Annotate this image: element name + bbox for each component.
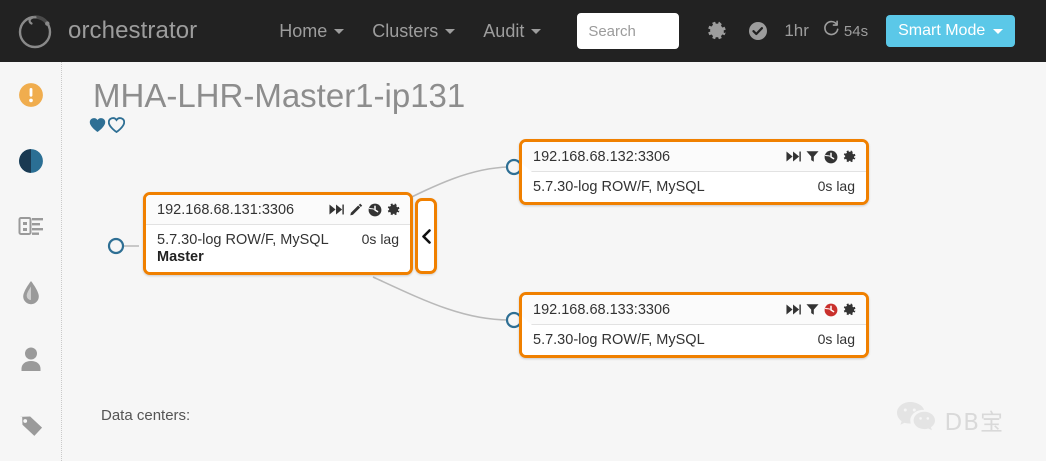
node-body: 5.7.30-log ROW/F, MySQL 0s lag (522, 172, 866, 202)
node-action-icons (329, 203, 401, 217)
chevron-left-icon (421, 228, 432, 244)
node-notch (146, 222, 156, 245)
nav-item-clusters[interactable]: Clusters (358, 21, 469, 42)
node-version: 5.7.30-log ROW/F, MySQL (533, 179, 705, 195)
sidebar-item-users[interactable] (0, 326, 61, 392)
heart-outline-icon[interactable] (108, 117, 125, 133)
node-header: 192.168.68.131:3306 (146, 195, 410, 225)
data-centers-label: Data centers: (101, 407, 191, 424)
node-body: 5.7.30-log ROW/F, MySQL 0s lag Master (146, 225, 410, 272)
adjust-circle-icon (18, 148, 44, 174)
main-content: MHA-LHR-Master1-ip131 (63, 62, 1046, 461)
node-instance-address: 192.168.68.131:3306 (157, 201, 295, 218)
clock-globe-icon[interactable] (368, 203, 382, 217)
filter-icon[interactable] (806, 150, 819, 163)
top-navbar: orchestrator Home Clusters Audit (0, 0, 1046, 62)
node-version: 5.7.30-log ROW/F, MySQL (533, 332, 705, 348)
fast-forward-icon[interactable] (786, 303, 801, 316)
topology-node-replica-133[interactable]: 192.168.68.133:3306 (519, 292, 869, 358)
filter-icon[interactable] (806, 303, 819, 316)
node-action-icons (786, 150, 857, 164)
search-input[interactable] (577, 13, 680, 49)
pencil-icon[interactable] (349, 203, 363, 216)
fast-forward-icon[interactable] (329, 203, 344, 216)
tag-icon (18, 412, 44, 438)
node-notch (522, 314, 532, 336)
node-lag: 0s lag (817, 178, 855, 194)
node-instance-address: 192.168.68.133:3306 (533, 301, 671, 318)
gear-icon[interactable] (387, 203, 401, 217)
node-action-icons (786, 303, 857, 317)
check-circle-icon[interactable] (738, 21, 778, 41)
fast-forward-icon[interactable] (786, 150, 801, 163)
topology-node-replica-132[interactable]: 192.168.68.132:3306 (519, 139, 869, 205)
topology-graph: 192.168.68.131:3306 (63, 139, 1046, 432)
nav-links: Home Clusters Audit (265, 21, 555, 42)
nav-item-audit[interactable]: Audit (469, 21, 555, 42)
chevron-down-icon (445, 28, 456, 34)
page-title: MHA-LHR-Master1-ip131 (93, 77, 466, 114)
clock-globe-icon[interactable] (824, 303, 838, 317)
heart-filled-icon[interactable] (89, 117, 106, 133)
sidebar-item-alerts[interactable] (0, 62, 61, 128)
node-lag: 0s lag (817, 331, 855, 347)
gear-icon[interactable] (697, 21, 738, 42)
node-instance-address: 192.168.68.132:3306 (533, 148, 671, 165)
brand-title: orchestrator (68, 17, 198, 44)
nav-item-home-label: Home (279, 20, 328, 41)
caret-down-icon (993, 28, 1004, 34)
smart-mode-dropdown-button[interactable]: Smart Mode (886, 15, 1016, 47)
user-icon (20, 346, 42, 372)
node-notch (522, 161, 532, 183)
refresh-countdown-label: 54s (843, 22, 869, 40)
collapse-replicas-handle[interactable] (415, 198, 437, 274)
server-list-icon (18, 215, 44, 239)
orchestrator-ring-logo-icon (14, 9, 58, 53)
refresh-interval-label[interactable]: 1hr (784, 21, 809, 40)
nav-item-clusters-label: Clusters (372, 20, 439, 41)
smart-mode-label: Smart Mode (898, 22, 986, 39)
gear-icon[interactable] (843, 303, 857, 317)
nav-item-audit-label: Audit (483, 20, 525, 41)
node-header: 192.168.68.132:3306 (522, 142, 866, 172)
left-sidebar (0, 62, 62, 461)
refresh-icon (823, 20, 840, 42)
clock-globe-icon[interactable] (824, 150, 838, 164)
cluster-heart-indicators (89, 117, 125, 133)
chevron-down-icon (531, 28, 542, 34)
chevron-down-icon (334, 28, 345, 34)
topology-node-master[interactable]: 192.168.68.131:3306 (143, 192, 413, 275)
gear-icon[interactable] (843, 150, 857, 164)
node-header: 192.168.68.133:3306 (522, 295, 866, 325)
nav-item-home[interactable]: Home (265, 21, 358, 42)
brand-home-link[interactable]: orchestrator (14, 9, 197, 53)
navbar-right-controls: 1hr 54s Smart Mode (697, 15, 1016, 47)
droplet-icon (21, 280, 41, 306)
connector-dot-master (107, 237, 125, 255)
refresh-countdown-control[interactable]: 54s (815, 20, 876, 42)
node-lag: 0s lag (361, 231, 399, 247)
node-version: 5.7.30-log ROW/F, MySQL (157, 232, 329, 248)
sidebar-item-tint[interactable] (0, 260, 61, 326)
sidebar-item-contrast[interactable] (0, 128, 61, 194)
sidebar-item-tags[interactable] (0, 392, 61, 458)
node-body: 5.7.30-log ROW/F, MySQL 0s lag (522, 325, 866, 355)
exclamation-circle-icon (18, 82, 44, 108)
node-role: Master (157, 249, 204, 265)
sidebar-item-servers[interactable] (0, 194, 61, 260)
